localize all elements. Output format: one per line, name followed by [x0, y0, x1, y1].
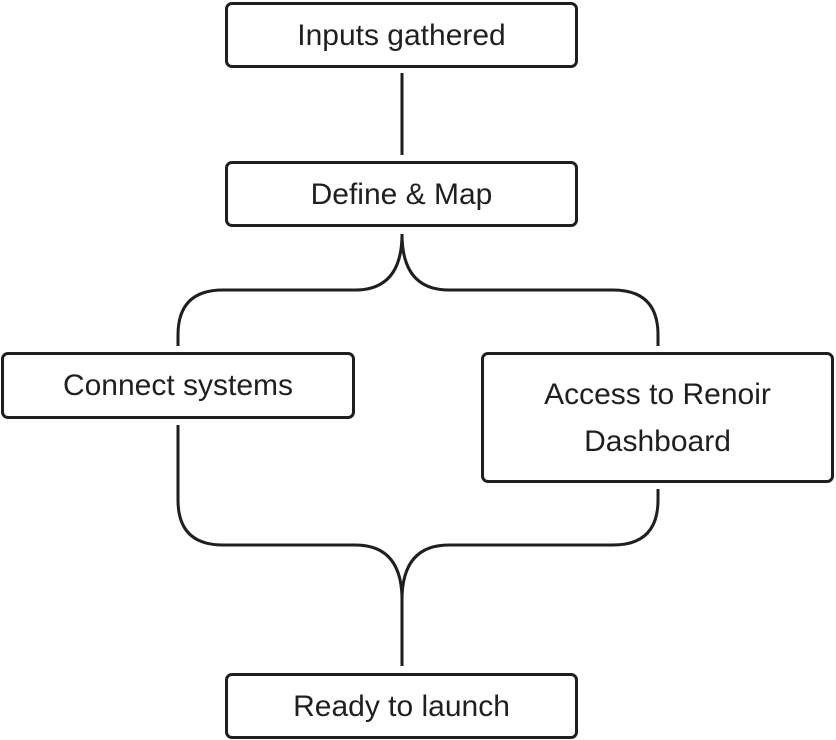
node-ready-to-launch-label: Ready to launch	[293, 689, 510, 723]
edge-define-to-connect	[176, 233, 404, 346]
node-connect-systems-label: Connect systems	[62, 369, 294, 402]
node-inputs-gathered-label: Inputs gathered	[297, 18, 506, 52]
edge-access-to-ready	[400, 489, 660, 601]
node-access-renoir-dashboard: Access to Renoir Dashboard	[481, 352, 834, 483]
node-define-and-map-label: Define & Map	[310, 177, 493, 211]
edge-define-to-access	[400, 233, 660, 346]
node-inputs-gathered: Inputs gathered	[225, 2, 578, 68]
node-connect-systems: Connect systems	[1, 352, 355, 419]
node-ready-to-launch: Ready to launch	[225, 673, 578, 739]
node-define-and-map: Define & Map	[225, 161, 578, 227]
edge-connect-to-ready	[176, 425, 404, 666]
node-access-renoir-dashboard-label: Access to Renoir Dashboard	[544, 377, 771, 458]
